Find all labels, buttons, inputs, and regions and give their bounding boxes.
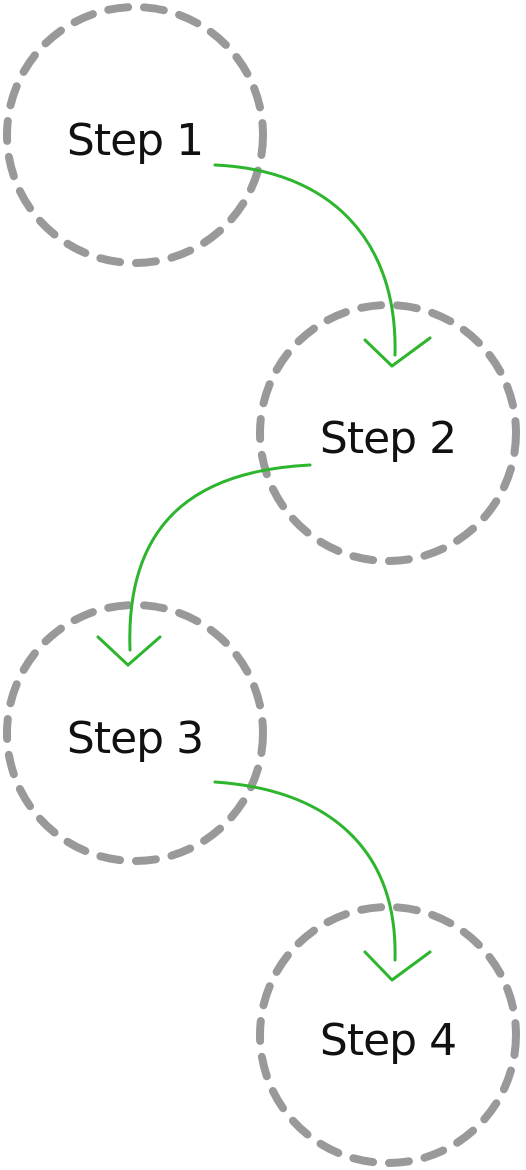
step-1-label: Step 1 bbox=[67, 115, 203, 166]
step-4-circle bbox=[256, 903, 520, 1167]
arrow-step2-to-step3 bbox=[96, 463, 312, 667]
step-2-circle bbox=[256, 301, 520, 565]
arrow-step1-to-step2 bbox=[213, 163, 432, 368]
step-4-label: Step 4 bbox=[320, 1015, 456, 1066]
step-3-label: Step 3 bbox=[67, 713, 203, 764]
step-1-circle bbox=[3, 3, 267, 267]
step-3-circle bbox=[3, 601, 267, 865]
step-2-label: Step 2 bbox=[320, 413, 456, 464]
arrow-step3-to-step4 bbox=[213, 780, 432, 982]
